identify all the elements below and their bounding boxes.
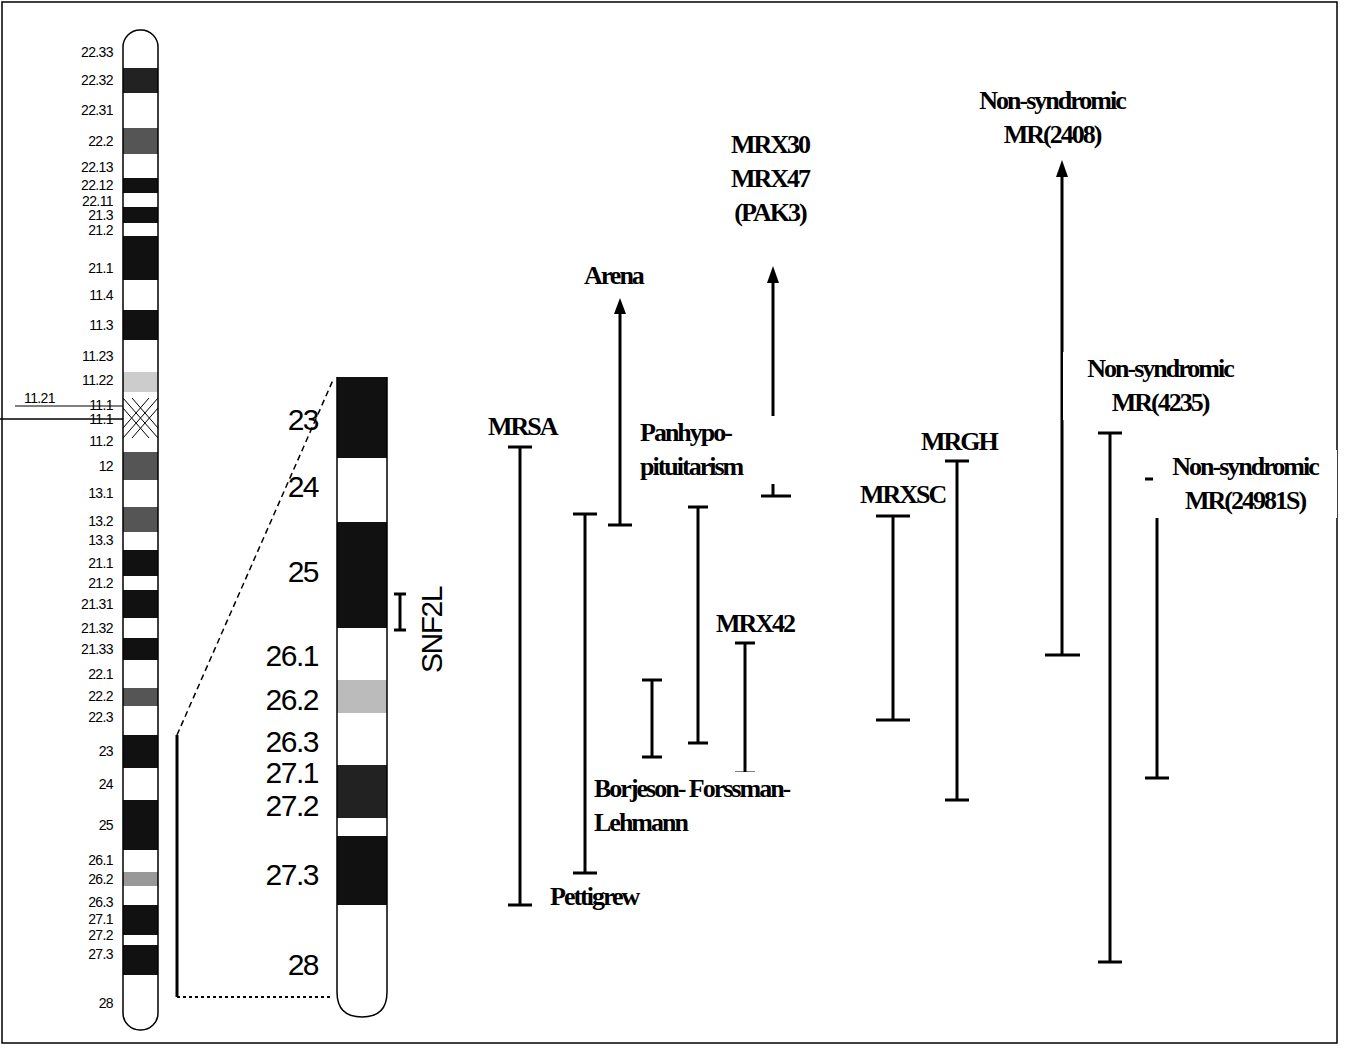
band-label: 26.2 [88, 872, 113, 886]
band-label: 11.1 [89, 412, 113, 426]
interval-label: Pettigrew [548, 880, 640, 914]
interval-bars [394, 160, 1169, 962]
band-label: 24 [288, 472, 318, 502]
band-label: 28 [288, 950, 318, 980]
band-label: 22.31 [81, 103, 113, 117]
band-label: 22.13 [81, 160, 113, 174]
band-label: 21.2 [88, 576, 113, 590]
band-label: 11.1 [89, 398, 113, 412]
gene-label: SNF2L [417, 587, 447, 673]
band-label: 26.1 [88, 853, 113, 867]
band-label: 27.1 [88, 912, 113, 926]
band-label: 23 [288, 405, 318, 435]
band-label: 27.2 [266, 791, 318, 821]
interval-label: Non-syndromic MR(2408) [955, 84, 1149, 152]
interval-label: Borjeson- Forssman-Lehmann [592, 772, 801, 840]
band-label: 23 [99, 744, 113, 758]
band-label: 22.2 [88, 134, 113, 148]
band-label: 22.1 [88, 667, 113, 681]
band-label: 22.2 [88, 689, 113, 703]
interval-label: MRSA [486, 410, 559, 444]
band-label: 13.1 [88, 486, 113, 500]
band-label: 27.3 [88, 947, 113, 961]
band-label: 21.32 [81, 621, 113, 635]
band-label: 11.21 [24, 391, 55, 405]
band-label: 24 [99, 777, 113, 791]
interval-label: MRX30 MRX47 (PAK3) [713, 128, 827, 229]
band-label: 27.2 [88, 928, 113, 942]
chromosome-bands [123, 30, 158, 1030]
band-label: 11.2 [89, 434, 113, 448]
band-label: 22.3 [88, 710, 113, 724]
band-label: 25 [99, 818, 113, 832]
interval-label: Non-syndromic MR(24981S) [1153, 450, 1337, 518]
band-label: 22.33 [81, 45, 113, 59]
band-label: 26.3 [88, 895, 113, 909]
interval-label: MRX42 [714, 607, 796, 641]
band-label: 21.1 [88, 261, 113, 275]
band-label: 21.1 [88, 556, 113, 570]
band-label: 25 [288, 557, 318, 587]
enlarged-bands [337, 377, 387, 1017]
band-label: 26.2 [266, 685, 318, 715]
interval-label: Non-syndromic MR(4235) [1063, 352, 1257, 420]
band-label: 27.3 [266, 860, 318, 890]
band-label: 13.3 [88, 533, 113, 547]
interval-label: Arena [582, 259, 645, 293]
band-label: 22.12 [81, 178, 113, 192]
band-label: 21.3 [88, 208, 113, 222]
band-label: 11.23 [82, 349, 113, 363]
interval-label: MRGH [919, 425, 999, 459]
band-label: 21.33 [81, 642, 113, 656]
band-label: 26.1 [266, 641, 318, 671]
band-label: 13.2 [88, 514, 113, 528]
band-label: 22.32 [81, 73, 113, 87]
band-label: 12 [99, 459, 113, 473]
band-label: 22.11 [82, 194, 113, 208]
band-label: 11.3 [89, 318, 113, 332]
band-label: 11.4 [89, 288, 113, 302]
band-label: 11.22 [82, 373, 113, 387]
band-label: 28 [99, 996, 113, 1010]
interval-label: Panhypo- pituitarism [638, 416, 787, 484]
band-label: 21.31 [81, 597, 113, 611]
band-label: 21.2 [88, 223, 113, 237]
band-label: 26.3 [266, 727, 318, 757]
interval-label: MRXSC [858, 478, 947, 512]
band-label: 27.1 [266, 758, 318, 788]
